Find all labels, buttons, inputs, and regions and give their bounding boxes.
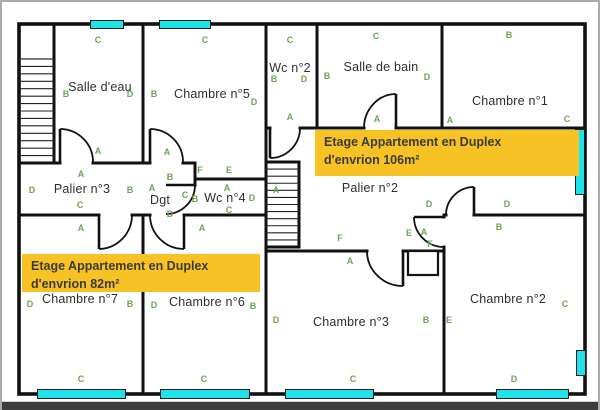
dimension-letter: C xyxy=(225,205,233,215)
dimension-letter: D xyxy=(150,300,158,310)
dimension-letter: D xyxy=(423,72,431,82)
dimension-letter: A xyxy=(163,147,171,157)
room-label-dgt: Dgt xyxy=(149,193,171,207)
dimension-letter: B xyxy=(191,194,199,204)
dimension-letter: A xyxy=(373,114,381,124)
room-label-chambre-n-2: Chambre n°2 xyxy=(470,292,546,306)
room-label-salle-d-eau: Salle d'eau xyxy=(68,80,132,94)
dimension-letter: B xyxy=(270,74,278,84)
dimension-letter: C xyxy=(181,190,189,200)
dimension-letter: C xyxy=(286,35,294,45)
dimension-letter: D xyxy=(166,209,174,219)
window xyxy=(576,350,586,376)
dimension-letter: B xyxy=(150,89,158,99)
dimension-letter: B xyxy=(126,185,134,195)
dimension-letter: B xyxy=(126,299,134,309)
dimension-letter: B xyxy=(166,172,174,182)
dimension-letter: E xyxy=(225,165,233,175)
dimension-letter: D xyxy=(510,374,518,384)
dimension-letter: B xyxy=(495,222,503,232)
area-annotation-line: d'envrion 106m² xyxy=(324,153,420,167)
dimension-letter: D xyxy=(300,74,308,84)
staircase xyxy=(19,65,54,157)
dimension-letter: A xyxy=(94,146,102,156)
room-label-palier-n-3: Palier n°3 xyxy=(53,182,111,196)
dimension-letter: A xyxy=(198,223,206,233)
interior-walls xyxy=(17,22,587,396)
staircase xyxy=(266,168,299,241)
duct-box xyxy=(406,249,440,277)
dimension-letter: E xyxy=(445,315,453,325)
dimension-letter: C xyxy=(200,374,208,384)
dimension-letter: C xyxy=(563,114,571,124)
dimension-letter: C xyxy=(201,35,209,45)
room-label-chambre-n-6: Chambre n°6 xyxy=(169,295,245,309)
dimension-letter: A xyxy=(446,115,454,125)
room-label-wc-n-4: Wc n°4 xyxy=(204,191,246,205)
dimension-letter: F xyxy=(197,165,203,175)
dimension-letter: A xyxy=(223,183,231,193)
dimension-letter: C xyxy=(94,35,102,45)
dimension-letter: A xyxy=(148,183,156,193)
room-label-chambre-n-7: Chambre n°7 xyxy=(42,292,118,306)
room-label-chambre-n-3: Chambre n°3 xyxy=(313,315,389,329)
window xyxy=(159,20,211,29)
dimension-letter: C xyxy=(349,374,357,384)
room-label-palier-n-2: Palier n°2 xyxy=(341,181,399,195)
dimension-letter: D xyxy=(425,199,433,209)
dimension-letter: A xyxy=(272,185,280,195)
staircases xyxy=(19,65,299,241)
area-annotation: Etage Appartement en Duplex d'envrion 106… xyxy=(315,130,579,176)
dimension-letter: A xyxy=(420,227,428,237)
door-panels xyxy=(58,94,476,286)
window xyxy=(160,389,250,399)
dimension-letter: C xyxy=(561,299,569,309)
room-label-wc-n-2: Wc n°2 xyxy=(269,61,311,75)
dimension-letter: B xyxy=(249,301,257,311)
door-arcs xyxy=(59,93,475,287)
dimension-letter: C xyxy=(76,200,84,210)
room-label-chambre-n-5: Chambre n°5 xyxy=(174,87,250,101)
dimension-letter: A xyxy=(346,256,354,266)
dimension-letter: E xyxy=(405,228,413,238)
dimension-letter: B xyxy=(62,89,70,99)
dimension-letter: D xyxy=(503,199,511,209)
window xyxy=(90,20,124,29)
dimension-letter: B xyxy=(422,315,430,325)
window xyxy=(496,389,569,399)
window xyxy=(37,389,126,399)
dimension-letter: A xyxy=(286,112,294,122)
dimension-letter: D xyxy=(28,185,36,195)
dimension-letter: F xyxy=(427,239,433,249)
dimension-letter: B xyxy=(323,71,331,81)
dimension-letter: C xyxy=(77,374,85,384)
dimension-letter: C xyxy=(372,31,380,41)
dimension-letter: D xyxy=(250,97,258,107)
area-annotation: Etage Appartement en Duplex d'envrion 82m… xyxy=(22,254,260,292)
dimension-letter: A xyxy=(77,169,85,179)
window xyxy=(285,389,374,399)
dimension-letter: B xyxy=(505,30,513,40)
room-label-chambre-n-1: Chambre n°1 xyxy=(472,94,548,108)
room-label-salle-de-bain: Salle de bain xyxy=(343,60,419,74)
dimension-letter: D xyxy=(26,299,34,309)
dimension-letter: F xyxy=(337,233,343,243)
dimension-letter: A xyxy=(77,223,85,233)
dimension-letter: D xyxy=(272,315,280,325)
area-annotation-line: Etage Appartement en Duplex xyxy=(324,135,502,149)
dimension-letter: D xyxy=(248,193,256,203)
dimension-letter: D xyxy=(126,89,134,99)
area-annotation-line: Etage Appartement en Duplex xyxy=(31,259,209,273)
bottom-bar xyxy=(2,401,598,410)
area-annotation-line: d'envrion 82m² xyxy=(31,277,120,291)
